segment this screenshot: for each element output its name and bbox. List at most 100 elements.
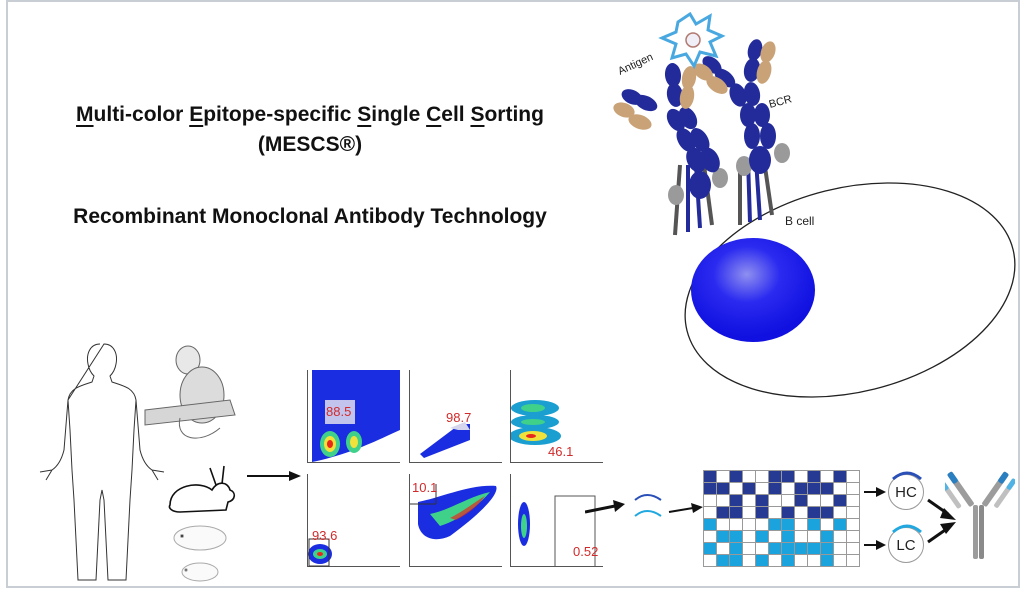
flow-plot-2: 98.7	[409, 370, 502, 463]
plate-well	[847, 531, 860, 543]
plate-well	[808, 519, 821, 531]
plate-well	[821, 531, 834, 543]
plate-well	[704, 507, 717, 519]
plate-well	[795, 471, 808, 483]
plate-well	[717, 495, 730, 507]
plate-well	[769, 483, 782, 495]
plate-well	[743, 507, 756, 519]
plate-well	[795, 519, 808, 531]
plate-well	[782, 507, 795, 519]
plate-well	[756, 531, 769, 543]
plate-well	[704, 543, 717, 555]
title-seg-4: Sorting	[470, 103, 544, 126]
plate-well	[756, 555, 769, 567]
title-block: Multi-color Epitope-specific Single Cell…	[20, 100, 600, 232]
plate-well	[743, 471, 756, 483]
plate-well	[704, 531, 717, 543]
sources-illustration	[39, 343, 236, 582]
plate-well	[756, 471, 769, 483]
plate-well	[808, 555, 821, 567]
plate-well	[730, 555, 743, 567]
flow-plot-1: 88.5	[307, 370, 400, 463]
plate-well	[795, 507, 808, 519]
plate-well	[730, 543, 743, 555]
plate-well	[821, 495, 834, 507]
plate-well	[743, 519, 756, 531]
sort-to-pcr-arrows	[585, 494, 703, 517]
plate-well	[782, 555, 795, 567]
flow-plot-5: 10.1	[409, 474, 502, 567]
plate-well	[795, 531, 808, 543]
plate-well	[769, 543, 782, 555]
plate-well	[847, 495, 860, 507]
plate-well	[808, 483, 821, 495]
arrow-to-plots	[247, 471, 301, 481]
plate-well	[717, 519, 730, 531]
plate-well	[704, 495, 717, 507]
heavy-chain-arc-icon	[634, 494, 662, 501]
lc-label: LC	[896, 536, 916, 554]
hc-label: HC	[895, 483, 917, 501]
rabbit-icon	[168, 465, 236, 513]
slide-frame	[6, 0, 1020, 588]
gate-value: 0.52	[573, 544, 599, 559]
plate-well	[717, 555, 730, 567]
plate-well	[834, 507, 847, 519]
plate-well	[756, 519, 769, 531]
plate-well	[704, 519, 717, 531]
plate-well	[847, 471, 860, 483]
plate-well	[821, 483, 834, 495]
title-acronym: (MESCS®)	[257, 133, 363, 156]
plate-well	[782, 519, 795, 531]
plate-well	[782, 471, 795, 483]
bcr-label: BCR	[768, 93, 794, 111]
mouse-icon	[181, 562, 219, 582]
gate-value: 98.7	[446, 410, 472, 425]
plate-well	[847, 483, 860, 495]
gate-value: 93.6	[312, 528, 338, 543]
plate-well	[834, 543, 847, 555]
plate-well	[704, 555, 717, 567]
title-seg-3: Cell	[426, 103, 471, 126]
plate-well	[795, 495, 808, 507]
plate-well	[795, 555, 808, 567]
light-chain-badge: LC	[888, 524, 924, 563]
light-chain-arc-icon	[634, 510, 662, 517]
flow-plot-3: 46.1	[510, 370, 603, 463]
plate-well	[821, 543, 834, 555]
bcell-diagram: B cell	[613, 11, 1016, 398]
plate-well	[808, 543, 821, 555]
gate-value: 10.1	[412, 480, 438, 495]
plate-well	[834, 555, 847, 567]
plate-well	[808, 471, 821, 483]
plate-well	[704, 483, 717, 495]
plate-well	[769, 555, 782, 567]
plate-well	[704, 471, 717, 483]
antigen-label: Antigen	[616, 51, 655, 78]
plate-well	[769, 495, 782, 507]
plate-well	[730, 531, 743, 543]
human-outline-icon	[39, 343, 165, 581]
plate-well	[717, 507, 730, 519]
plate-well	[717, 471, 730, 483]
plate-well	[769, 507, 782, 519]
plate-well	[847, 543, 860, 555]
monkey-icon	[144, 345, 236, 439]
plate-well	[756, 495, 769, 507]
bcr-right	[693, 39, 790, 225]
plate-well	[756, 483, 769, 495]
nucleus	[691, 238, 815, 342]
plate-well	[743, 483, 756, 495]
antigen-icon	[658, 11, 726, 70]
plate-well	[730, 495, 743, 507]
plate-well	[834, 519, 847, 531]
plate-well	[834, 495, 847, 507]
plate-well	[782, 543, 795, 555]
plate-well	[782, 531, 795, 543]
plate-well	[730, 519, 743, 531]
plate-well	[756, 543, 769, 555]
plate-well	[808, 495, 821, 507]
plate-well	[717, 483, 730, 495]
plate-well	[821, 555, 834, 567]
plate-well	[808, 507, 821, 519]
